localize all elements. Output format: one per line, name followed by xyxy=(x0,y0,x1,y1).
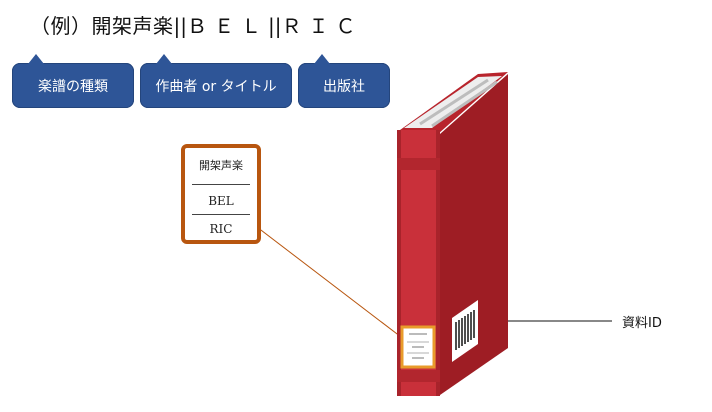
example-composer: ＢＥＬ xyxy=(186,14,268,38)
spine-band-top xyxy=(397,158,440,170)
example-separator-2: || xyxy=(267,14,282,38)
callout-publisher: 出版社 xyxy=(298,54,390,108)
example-separator-1: || xyxy=(173,14,187,38)
example-call-number: （例）開架声楽||ＢＥＬ||ＲＩＣ xyxy=(30,10,362,39)
spine-label-composer: BEL xyxy=(208,194,234,208)
barcode-id-label: 資料ID xyxy=(622,316,662,331)
spine-label-divider-1 xyxy=(192,184,250,185)
example-category: 開架声楽 xyxy=(91,14,174,38)
spine-label-publisher: RIC xyxy=(209,222,233,236)
spine-band-bottom xyxy=(397,370,440,382)
example-publisher: ＲＩＣ xyxy=(281,14,363,38)
callout-composer-or-title: 作曲者 or タイトル xyxy=(140,54,292,108)
spine-label-category: 開架声楽 xyxy=(199,159,243,172)
spine-label-divider-2 xyxy=(192,214,250,215)
spine-label-leader-line xyxy=(252,223,406,341)
callout-score-type: 楽譜の種類 xyxy=(12,54,134,108)
barcode-icon xyxy=(455,310,475,350)
spine-label-enlarged: 開架声楽 BEL RIC xyxy=(181,144,261,244)
example-prefix: （例） xyxy=(30,14,92,38)
